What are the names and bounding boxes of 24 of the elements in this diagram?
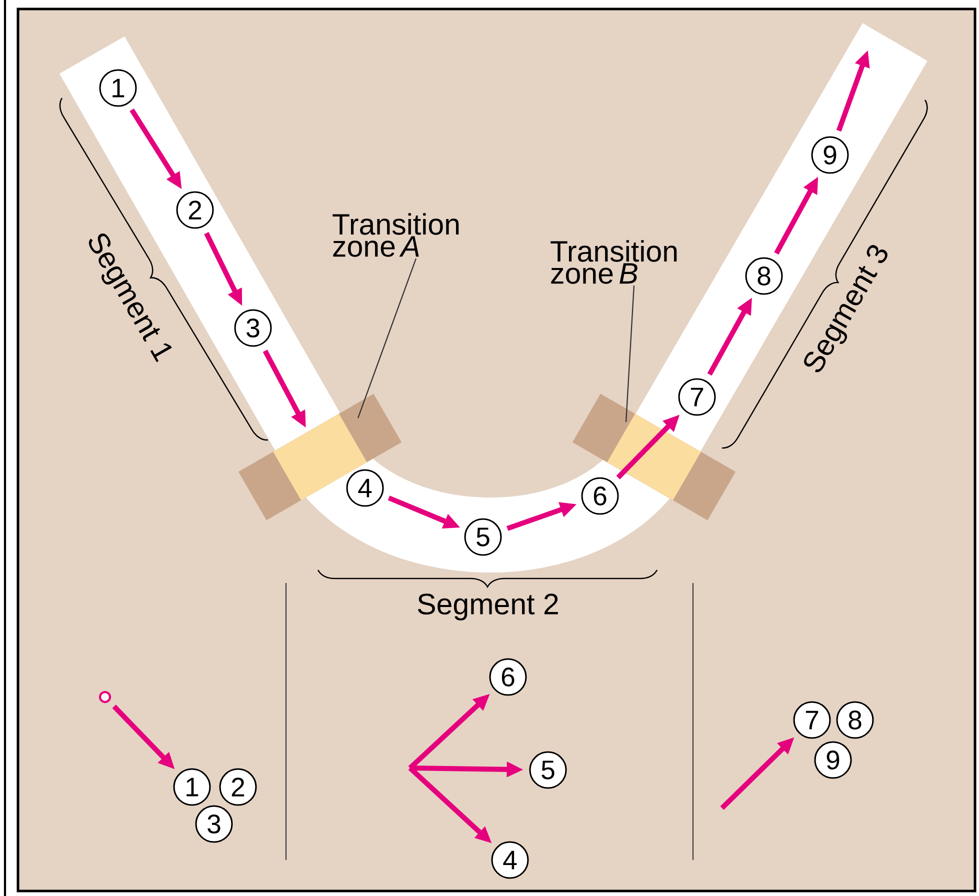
step-number: 1 — [99, 69, 137, 107]
step-number: 6 — [489, 658, 527, 696]
step-number: 7 — [793, 701, 831, 739]
step-number: 6 — [581, 477, 619, 515]
step-number: 3 — [195, 805, 233, 843]
zone-label: Transition zone B — [550, 240, 677, 284]
step-number: 5 — [529, 751, 567, 789]
leader-line — [625, 286, 635, 422]
zone-label: Transition zoneA — [332, 213, 459, 257]
step-number: 4 — [491, 841, 529, 879]
step-number: 9 — [811, 136, 849, 174]
step-number: 9 — [814, 741, 852, 779]
step-number: 3 — [234, 309, 272, 347]
step-number: 1 — [173, 768, 211, 806]
segment-label: Segment 2 — [418, 594, 558, 620]
leader-line — [357, 258, 417, 418]
step-number: 8 — [836, 701, 874, 739]
step-number: 2 — [219, 768, 257, 806]
step-number: 8 — [745, 257, 783, 295]
step-number: 7 — [678, 378, 716, 416]
step-number: 5 — [464, 518, 502, 556]
start-point — [98, 690, 112, 704]
step-number: 4 — [346, 469, 384, 507]
step-number: 2 — [176, 191, 214, 229]
